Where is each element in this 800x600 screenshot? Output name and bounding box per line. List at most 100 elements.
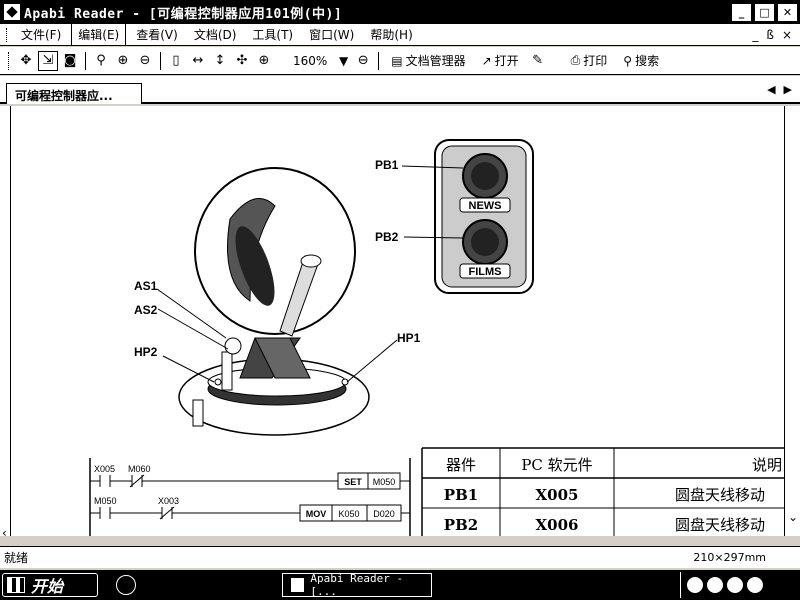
hp2-sensor <box>214 378 222 386</box>
device-table: 器件 PC 软元件 说明 PB1 X005 圆盘天线移动 PB2 X006 圆盘… <box>421 447 784 536</box>
page-size: 210×297mm <box>693 551 766 564</box>
dish-dome <box>194 167 356 335</box>
document-tab-bar: 可编程控制器应... ◀ ▶ <box>0 76 800 104</box>
actual-size-icon[interactable]: ▯ <box>172 53 180 68</box>
fit-height-icon[interactable]: ↕ <box>214 53 226 68</box>
chevron-down-icon[interactable]: ▼ <box>339 53 349 68</box>
close-button[interactable]: ✕ <box>777 2 798 22</box>
menu-file[interactable]: 文件(F) <box>21 28 62 42</box>
toolbar-separator <box>85 51 86 70</box>
document-view[interactable]: NEWS FILMS PB1 PB2 A <box>0 106 800 536</box>
annotate-icon[interactable]: ✎ <box>532 53 544 68</box>
table-cell-note-2: 圆盘天线移动 <box>675 516 765 534</box>
zoom-tool-icon[interactable]: ⚲ <box>96 53 106 68</box>
print-button[interactable]: ⎙ 打印 <box>571 52 608 69</box>
search-button[interactable]: ⚲ 搜索 <box>623 52 659 69</box>
as1-label: AS1 <box>134 279 158 293</box>
k050-label: K050 <box>338 509 359 519</box>
hp1-leader <box>346 339 398 383</box>
select-tool-icon[interactable]: ⇲ <box>38 50 58 71</box>
tray-speaker-icon[interactable] <box>687 577 703 593</box>
open-icon: ↗ <box>481 53 492 68</box>
minimize-button[interactable]: _ <box>731 2 752 22</box>
apabi-app-icon[interactable] <box>4 4 20 20</box>
tray-app-icon[interactable] <box>727 577 743 593</box>
mdi-minimize-button[interactable]: _ <box>752 27 759 42</box>
window-controls: _ □ ✕ <box>731 2 798 22</box>
table-cell-pb2: PB2 <box>444 516 478 534</box>
toolbar-grip[interactable] <box>8 51 11 70</box>
hp2-post <box>192 399 204 427</box>
pb2-leader <box>403 236 464 239</box>
doc-manager-button[interactable]: ▤ 文档管理器 <box>391 52 465 69</box>
start-button[interactable]: 开始 <box>2 573 98 597</box>
m050-contact-label: M050 <box>94 496 117 506</box>
table-header-pc: PC 软元件 <box>521 456 592 474</box>
menu-bar: 文件(F) 编辑(E) 查看(V) 文档(D) 工具(T) 窗口(W) 帮助(H… <box>0 23 800 46</box>
mdi-restore-button[interactable]: ß <box>766 27 774 42</box>
tray-security-icon[interactable] <box>747 577 763 593</box>
menu-window[interactable]: 窗口(W) <box>309 28 355 42</box>
print-icon: ⎙ <box>570 53 581 67</box>
zoom-value: 160% <box>293 53 328 68</box>
open-button[interactable]: ↗ 打开 <box>482 52 519 69</box>
menu-document[interactable]: 文档(D) <box>193 28 237 42</box>
fit-width-icon[interactable]: ↔ <box>192 53 204 68</box>
system-tray <box>680 572 800 598</box>
zoom-in-icon[interactable]: ⊕ <box>117 53 129 68</box>
mov-label: MOV <box>306 509 327 519</box>
zoom-out-icon[interactable]: ⊖ <box>139 53 151 68</box>
search-label: 搜索 <box>635 54 660 68</box>
mdi-close-button[interactable]: × <box>781 27 792 42</box>
scroll-left-icon[interactable]: ‹ <box>2 526 7 536</box>
scroll-down-icon[interactable]: ⌄ <box>788 510 799 524</box>
doc-manager-label: 文档管理器 <box>405 54 466 68</box>
menu-view[interactable]: 查看(V) <box>136 28 178 42</box>
toolbar: ✥ ⇲ ◙ ⚲ ⊕ ⊖ ▯ ↔ ↕ ✣ ⊕ 160% ▼ ⊖ ▤ 文档管理器 ↗… <box>0 47 800 75</box>
tab-next-icon[interactable]: ▶ <box>783 83 792 96</box>
hand-tool-icon[interactable]: ✥ <box>20 53 32 68</box>
news-label: NEWS <box>469 200 502 212</box>
tray-network-icon[interactable] <box>707 577 723 593</box>
menu-tools[interactable]: 工具(T) <box>252 28 294 42</box>
title-bar[interactable]: Apabi Reader - [可编程控制器应用101例(中)] _ □ ✕ <box>0 0 800 24</box>
news-plate <box>459 197 511 213</box>
films-label: FILMS <box>469 266 502 278</box>
page-left-border <box>10 106 11 536</box>
pb2-button-core <box>471 228 499 256</box>
zoom-plus-icon[interactable]: ⊕ <box>258 53 270 68</box>
maximize-button[interactable]: □ <box>754 2 775 22</box>
taskbar-item-apabi[interactable]: Apabi Reader - [... <box>282 572 432 598</box>
as-sensor <box>224 337 242 355</box>
pb1-leader <box>401 165 464 169</box>
tab-document[interactable]: 可编程控制器应... <box>6 83 142 104</box>
fit-page-icon[interactable]: ✣ <box>236 53 248 68</box>
as2-leader <box>157 308 229 350</box>
menu-edit[interactable]: 编辑(E) <box>71 23 127 46</box>
contact-x005 <box>99 475 111 487</box>
d020-label: D020 <box>373 509 395 519</box>
zoom-select[interactable]: 160% ▼ <box>293 54 348 68</box>
hp2-leader <box>162 355 215 383</box>
taskbar-item-label: Apabi Reader - [... <box>310 572 404 598</box>
contact-m050 <box>99 507 111 519</box>
table-cell-x006: X006 <box>536 516 579 534</box>
table-header-device: 器件 <box>446 456 476 474</box>
as1-leader <box>156 288 227 339</box>
status-bar: 就绪 210×297mm <box>0 546 800 568</box>
contact-x003 <box>159 506 175 520</box>
snapshot-tool-icon[interactable]: ◙ <box>63 53 77 68</box>
menu-grip[interactable] <box>6 27 9 42</box>
menu-help[interactable]: 帮助(H) <box>370 28 413 42</box>
toolbar-separator <box>378 51 380 70</box>
m050-coil-label: M050 <box>373 477 396 487</box>
toolbar-separator <box>160 51 161 70</box>
mdi-controls: _ ß × <box>752 28 792 42</box>
hp1-sensor <box>341 378 349 386</box>
zoom-minus-icon[interactable]: ⊖ <box>357 53 369 68</box>
films-plate <box>459 263 511 279</box>
window-title: Apabi Reader - [可编程控制器应用101例(中)] <box>24 6 343 22</box>
doc-manager-icon: ▤ <box>391 53 403 68</box>
tab-prev-icon[interactable]: ◀ <box>767 83 776 96</box>
browser-quicklaunch-icon[interactable] <box>116 575 136 595</box>
